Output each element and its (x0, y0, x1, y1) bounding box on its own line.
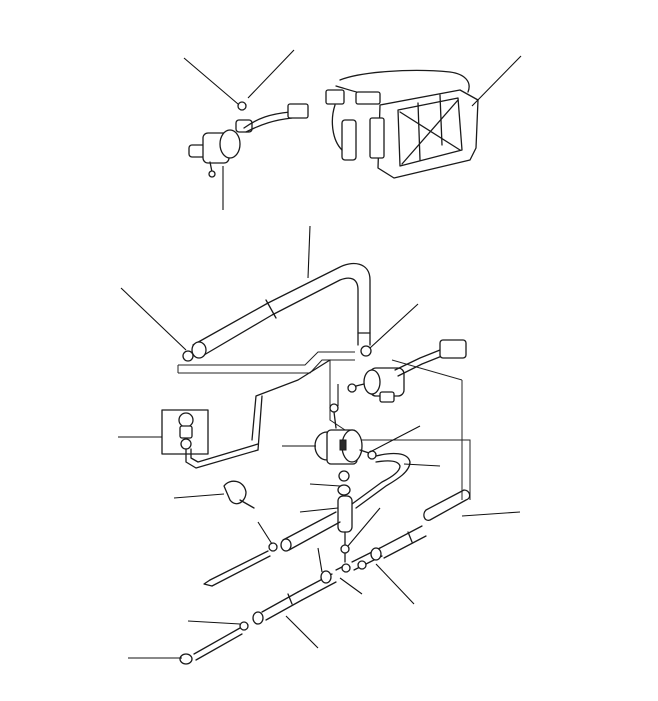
upper-hose (182, 262, 372, 362)
sensor-switch-assembly (188, 101, 309, 178)
filter-bracket (161, 359, 331, 469)
lower-hose-network (179, 489, 471, 665)
leader-lines (118, 49, 522, 659)
pump-valve (314, 403, 411, 509)
hose-clip (223, 480, 255, 509)
control-module-assembly (325, 69, 479, 179)
reference-lines (177, 351, 471, 500)
solenoid-valve (347, 339, 467, 403)
